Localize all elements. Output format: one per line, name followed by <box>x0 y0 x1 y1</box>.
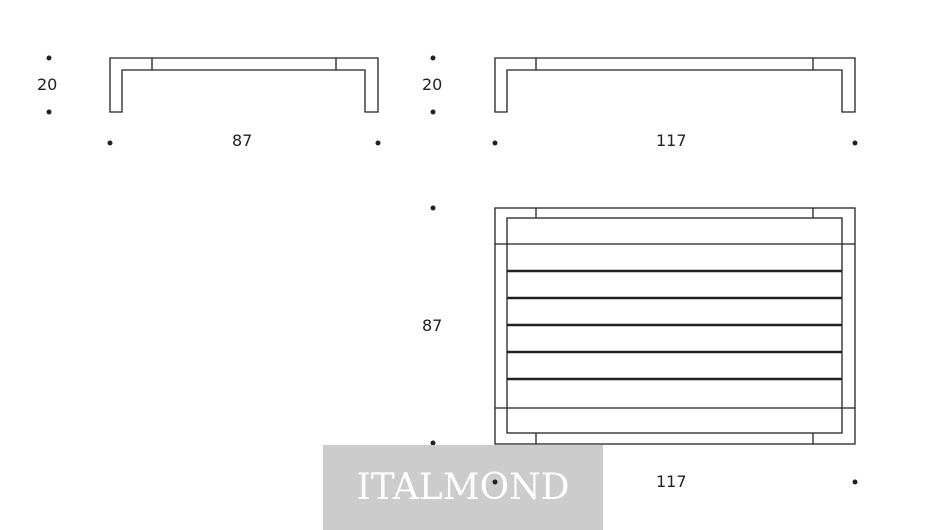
dim-dot <box>492 140 498 146</box>
dim-dot <box>852 140 858 146</box>
side-view-small-outline <box>109 57 379 113</box>
side-view-large-outline <box>494 57 856 113</box>
top-view <box>494 207 856 445</box>
dim-dot <box>430 55 436 61</box>
dim-dot <box>430 109 436 115</box>
side-view-large <box>494 57 856 113</box>
dim-dot <box>46 55 52 61</box>
dimension-label-top-width: 117 <box>656 472 687 491</box>
dimension-label-side-small-height: 20 <box>37 75 58 94</box>
dim-dot <box>852 479 858 485</box>
watermark-overlap-dot <box>492 479 498 485</box>
dimension-label-side-large-width: 117 <box>656 131 687 150</box>
brand-watermark: ITALMOND <box>323 445 603 530</box>
dimension-label-side-large-height: 20 <box>422 75 443 94</box>
top-view-outer-frame <box>494 207 856 445</box>
dimension-label-top-depth: 87 <box>422 316 443 335</box>
dim-dot <box>430 205 436 211</box>
brand-watermark-text: ITALMOND <box>356 467 570 508</box>
dim-dot <box>46 109 52 115</box>
top-view-slats <box>507 269 842 381</box>
dimension-label-side-small-width: 87 <box>232 131 253 150</box>
side-view-small <box>109 57 379 113</box>
dim-dot <box>430 440 436 446</box>
dim-dot <box>107 140 113 146</box>
dim-dot <box>375 140 381 146</box>
